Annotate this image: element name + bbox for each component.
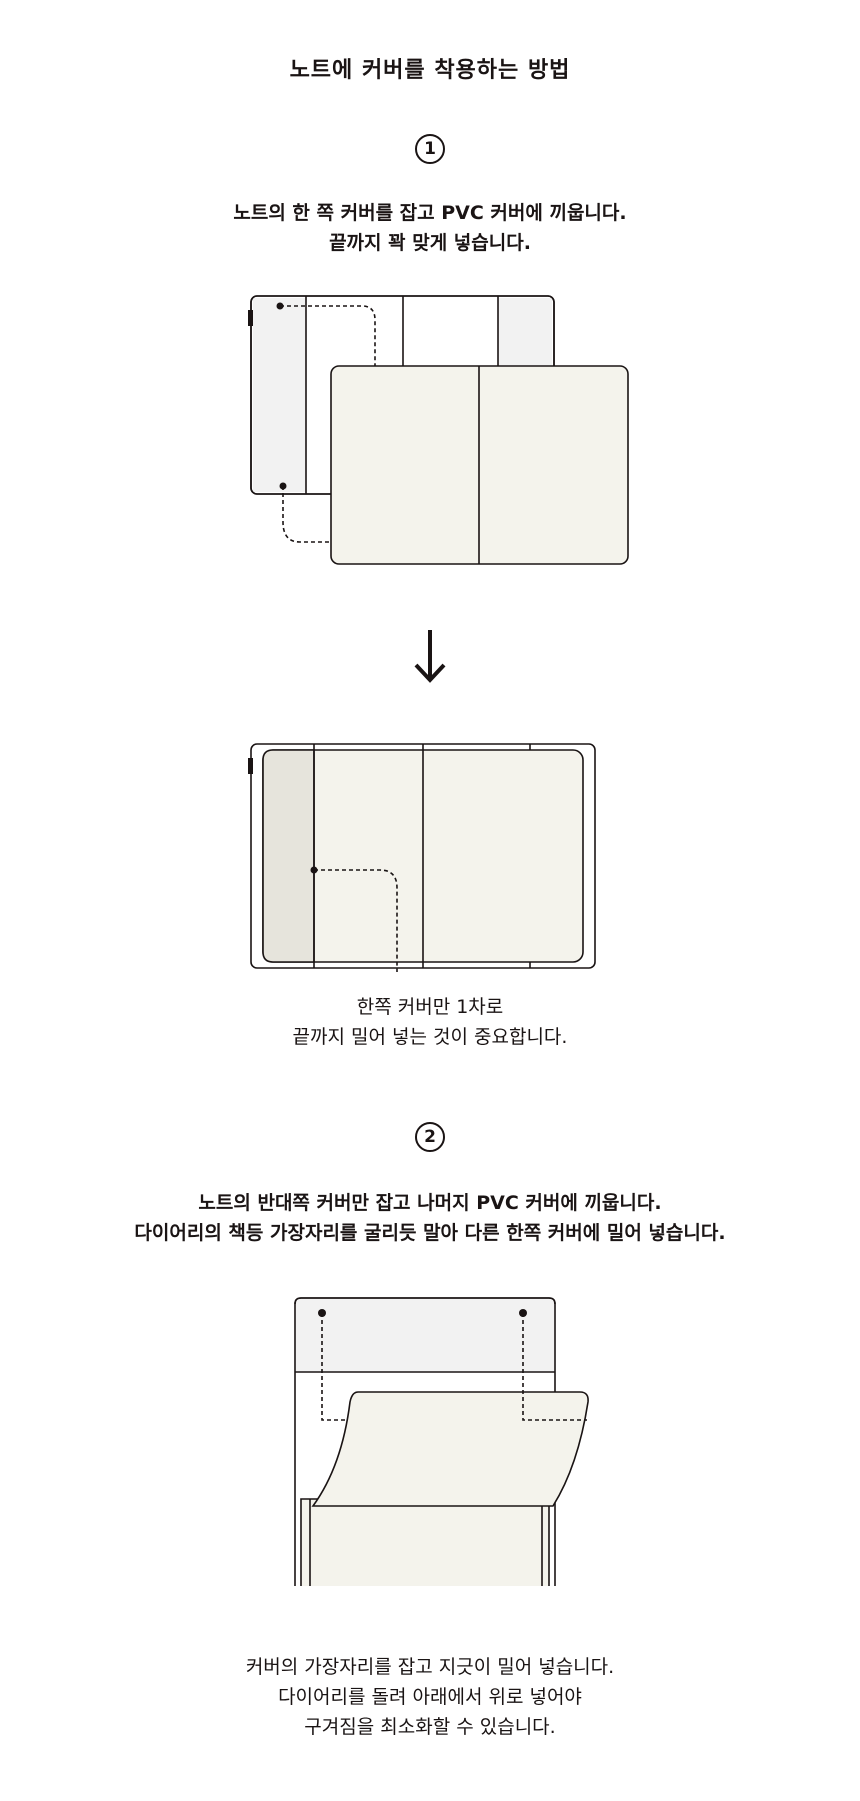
page-title: 노트에 커버를 착용하는 방법: [289, 58, 571, 83]
down-arrow-icon: [414, 630, 446, 683]
step-2-instruction: 노트의 반대쪽 커버만 잡고 나머지 PVC 커버에 끼웁니다. 다이어리의 책…: [0, 1188, 860, 1248]
step-2-note-line-3: 구겨짐을 최소화할 수 있습니다.: [304, 1716, 556, 1738]
step-2-instruction-line-1: 노트의 반대쪽 커버만 잡고 나머지 PVC 커버에 끼웁니다.: [198, 1192, 662, 1214]
step-1-badge: 1: [415, 134, 445, 164]
step-1-note-line-2: 끝까지 밀어 넣는 것이 중요합니다.: [292, 1026, 568, 1048]
step-2-note-line-2: 다이어리를 돌려 아래에서 위로 넣어야: [278, 1686, 582, 1708]
step-2-note-line-1: 커버의 가장자리를 잡고 지긋이 밀어 넣습니다.: [245, 1656, 615, 1678]
clip-tab-shape: [248, 310, 253, 326]
step-1-note: 한쪽 커버만 1차로 끝까지 밀어 넣는 것이 중요합니다.: [0, 992, 860, 1052]
step-1-instruction-line-1: 노트의 한 쪽 커버를 잡고 PVC 커버에 끼웁니다.: [233, 202, 627, 224]
step-1-note-line-1: 한쪽 커버만 1차로: [356, 996, 504, 1018]
step-1-result-illustration: [248, 743, 596, 972]
step-2-instruction-line-2: 다이어리의 책등 가장자리를 굴리듯 말아 다른 한쪽 커버에 밀어 넣습니다.: [134, 1222, 726, 1244]
step-1-instruction: 노트의 한 쪽 커버를 잡고 PVC 커버에 끼웁니다. 끝까지 꽉 맞게 넣습…: [0, 198, 860, 258]
step-1-instruction-line-2: 끝까지 꽉 맞게 넣습니다.: [329, 232, 531, 254]
step-2-badge: 2: [415, 1122, 445, 1152]
step-2-note: 커버의 가장자리를 잡고 지긋이 밀어 넣습니다. 다이어리를 돌려 아래에서 …: [0, 1652, 860, 1742]
step-1-insert-illustration: [248, 295, 629, 565]
step-2-illustration: [294, 1297, 589, 1586]
